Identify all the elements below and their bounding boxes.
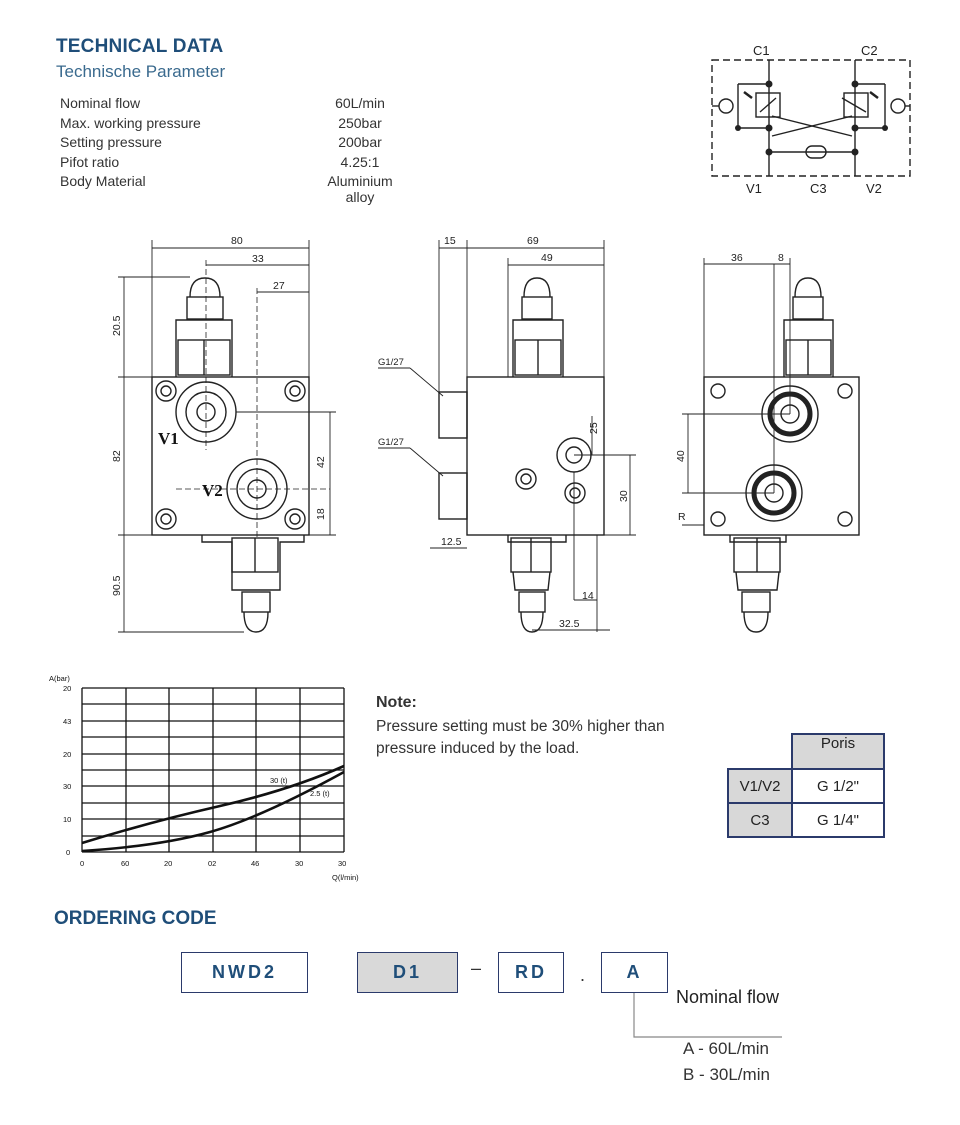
spec-label: Max. working pressure — [60, 114, 201, 131]
side-view — [378, 240, 636, 633]
spec-value: Aluminium alloy — [327, 173, 393, 205]
graph-y-tick: 20 — [63, 684, 71, 693]
code-box-option: RD — [498, 952, 564, 993]
dim-label: 15 — [444, 235, 456, 247]
code-box-series: NWD2 — [181, 952, 308, 993]
graph-x-tick: 60 — [121, 859, 129, 868]
table-cell-port: V1/V2 — [727, 768, 793, 804]
spec-label: Nominal flow — [60, 95, 141, 111]
front-dimensions: 80 33 27 20.5 82 42 18 90.5 — [111, 235, 327, 596]
code-dash: – — [471, 958, 482, 978]
dim-label: 80 — [231, 235, 243, 247]
back-view — [682, 258, 860, 633]
curve-25 — [81, 770, 345, 853]
table-row: C3 G 1/4" — [727, 802, 885, 838]
flow-option: B - 30L/min — [683, 1065, 770, 1084]
ordering-connector-line — [633, 993, 782, 1038]
series-label: 2.5 (t) — [310, 789, 330, 798]
curve-30 — [81, 764, 345, 845]
graph-x-tick: 30 — [295, 859, 303, 868]
graph-x-tick: 0 — [80, 859, 84, 868]
ordering-code-title: ORDERING CODE — [54, 908, 217, 929]
note-text: Pressure setting must be 30% higher than… — [376, 718, 665, 757]
table-cell-size: G 1/4" — [791, 802, 885, 838]
spec-row: Body Material Aluminium alloy — [60, 173, 420, 205]
code-box-flow: A — [601, 952, 668, 993]
dim-label: 33 — [252, 253, 264, 265]
graph-x-tick: 02 — [208, 859, 216, 868]
port-label-c2: C2 — [861, 43, 878, 58]
port-label-v1-drawing: V1 — [158, 429, 179, 448]
dim-label: 8 — [778, 252, 784, 264]
graph-y-tick: 10 — [63, 815, 71, 824]
dim-label: 25 — [588, 422, 600, 434]
front-view — [118, 240, 336, 633]
spec-label: Pifot ratio — [60, 153, 120, 170]
dim-label: 12.5 — [441, 536, 462, 548]
spec-label: Body Material — [60, 173, 146, 189]
dim-label: 18 — [315, 508, 327, 520]
note-title: Note: — [376, 694, 417, 711]
dim-label: 32.5 — [559, 618, 580, 630]
dim-label: 30 — [618, 490, 630, 502]
pressure-flow-graph: A(bar) 20 43 20 30 10 0 0 60 20 02 46 30… — [49, 674, 359, 882]
dim-label: 82 — [111, 450, 123, 462]
graph-x-title: Q(l/min) — [332, 873, 359, 882]
dim-label: 69 — [527, 235, 539, 247]
spec-value: 60L/min — [335, 95, 385, 111]
hydraulic-schematic — [711, 59, 911, 177]
port-label-v2-drawing: V2 — [202, 481, 223, 500]
graph-y-tick: 20 — [63, 750, 71, 759]
back-dimensions: 36 8 40 R — [675, 252, 784, 523]
graph-x-tick: 20 — [164, 859, 172, 868]
spec-value: 250bar — [338, 114, 382, 131]
graph-y-tick: 30 — [63, 782, 71, 791]
dim-label: 90.5 — [111, 575, 123, 596]
spec-row: Pifot ratio 4.25:1 — [60, 154, 420, 174]
code-box-type: D1 — [357, 952, 458, 993]
dim-label: 49 — [541, 252, 553, 264]
graph-y-tick: 43 — [63, 717, 71, 726]
series-label: 30 (t) — [270, 776, 288, 785]
spec-label: Setting pressure — [60, 134, 162, 150]
table-cell-port: C3 — [727, 802, 793, 838]
table-header: Poris — [791, 733, 885, 770]
ports-table: Poris V1/V2 G 1/2" C3 G 1/4" — [727, 733, 885, 838]
page-title: TECHNICAL DATA — [56, 36, 224, 57]
spec-row: Setting pressure 200bar — [60, 134, 420, 154]
table-corner — [728, 734, 792, 769]
page-subtitle: Technische Parameter — [56, 62, 226, 81]
graph-y-tick: 0 — [66, 848, 70, 857]
nominal-flow-label: Nominal flow — [676, 987, 780, 1007]
spec-row: Nominal flow 60L/min — [60, 95, 420, 115]
code-dot: . — [580, 965, 586, 985]
graph-x-tick: 30 — [338, 859, 346, 868]
dim-label: 14 — [582, 590, 594, 602]
dim-label: G1/27 — [378, 437, 404, 448]
dim-label: 40 — [675, 450, 687, 462]
flow-option: A - 60L/min — [683, 1039, 769, 1058]
side-dimensions: 15 69 49 G1/27 G1/27 25 30 12.5 14 32.5 — [378, 235, 630, 630]
spec-value: 4.25:1 — [340, 153, 380, 170]
dim-label: G1/27 — [378, 357, 404, 368]
graph-y-title: A(bar) — [49, 674, 70, 683]
dim-label: 36 — [731, 252, 743, 264]
port-label-c1: C1 — [753, 43, 770, 58]
port-label-v1: V1 — [746, 181, 762, 196]
port-label-v2: V2 — [866, 181, 882, 196]
spec-list: Nominal flow 60L/min Max. working pressur… — [60, 95, 420, 205]
dim-label: 27 — [273, 280, 285, 292]
table-row: V1/V2 G 1/2" — [727, 768, 885, 804]
dim-label: R — [678, 511, 686, 523]
dim-label: 20.5 — [111, 315, 123, 336]
spec-value: 200bar — [338, 134, 382, 150]
spec-row: Max. working pressure 250bar — [60, 115, 420, 135]
port-label-c3: C3 — [810, 181, 827, 196]
dim-label: 42 — [315, 456, 327, 468]
table-cell-size: G 1/2" — [791, 768, 885, 804]
graph-x-tick: 46 — [251, 859, 259, 868]
